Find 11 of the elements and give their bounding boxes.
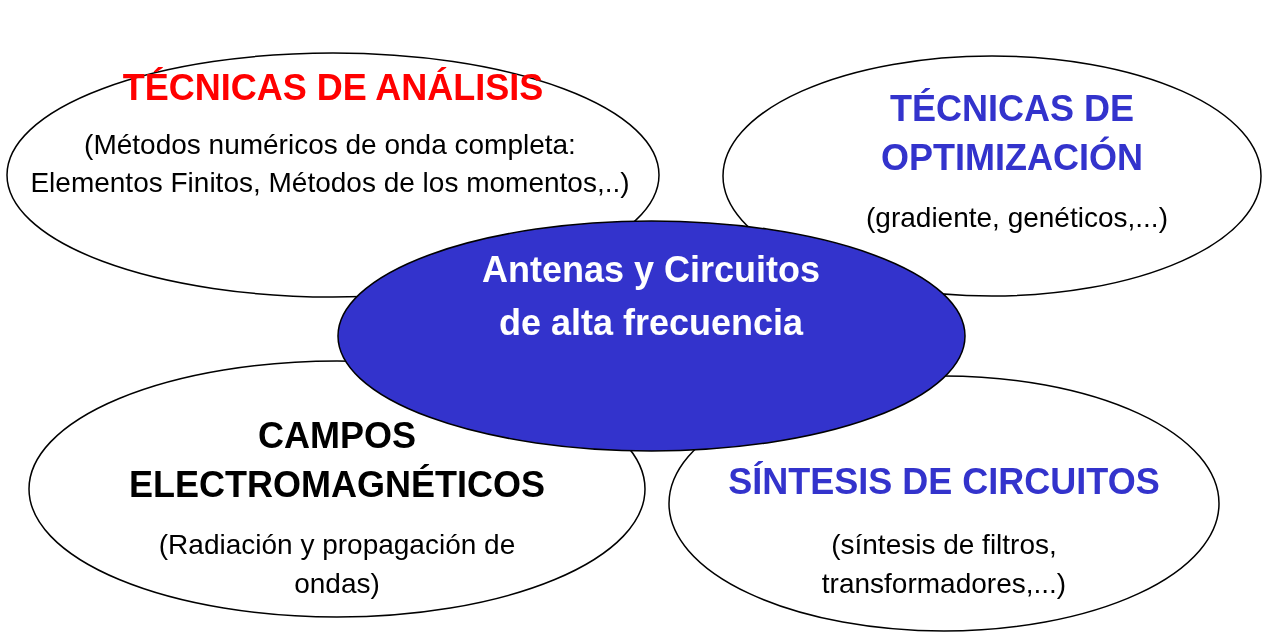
description-text: (gradiente, genéticos,...) bbox=[865, 201, 1169, 235]
topic-ellipse bbox=[28, 360, 646, 618]
heading-text: TÉCNICAS DE ANÁLISIS bbox=[121, 66, 545, 110]
heading-text: Antenas y Circuitos de alta frecuencia bbox=[480, 248, 822, 345]
topic-ellipse bbox=[668, 375, 1220, 632]
heading-text: TÉCNICAS DE OPTIMIZACIÓN bbox=[880, 87, 1144, 180]
description-text: (síntesis de filtros, transformadores,...) bbox=[820, 528, 1068, 601]
heading-text: CAMPOS ELECTROMAGNÉTICOS bbox=[128, 414, 546, 507]
description-text: (Métodos numéricos de onda completa: Elementos Finitos, Métodos de los momentos,..) bbox=[30, 128, 630, 200]
heading-text: SÍNTESIS DE CIRCUITOS bbox=[727, 460, 1161, 504]
description-text: (Radiación y propagación de ondas) bbox=[157, 528, 517, 601]
